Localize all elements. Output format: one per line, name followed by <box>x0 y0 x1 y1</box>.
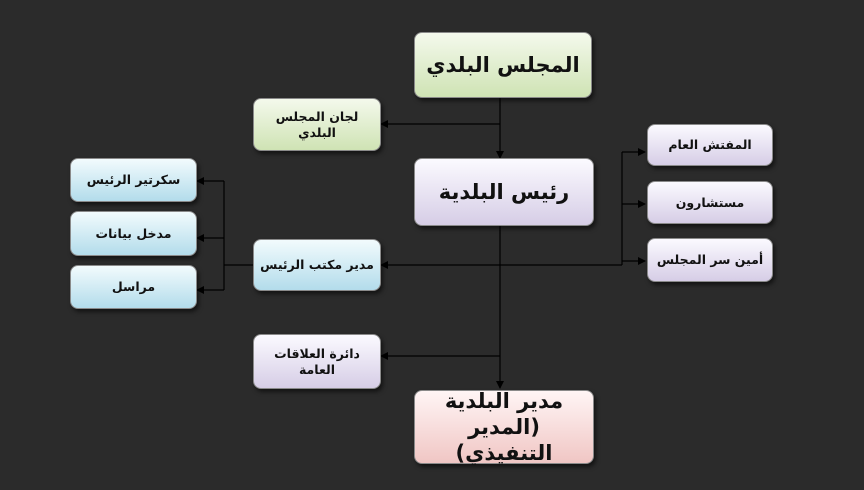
public-relations-box: دائرة العلاقات العامة <box>253 334 381 389</box>
mayor-secretary-label: سكرتير الرئيس <box>86 172 181 188</box>
advisors-label: مستشارون <box>675 194 745 210</box>
council-committees-box: لجان المجلس البلدي <box>253 98 381 151</box>
council-secretary-box: أمين سر المجلس <box>647 238 773 282</box>
mayor-office-director-label: مدير مكتب الرئيس <box>260 257 374 273</box>
municipal-director-box: مدير البلدية (المدير التنفيذي) <box>414 388 594 466</box>
mayor-secretary-box: سكرتير الرئيس <box>70 158 197 202</box>
data-entry-label: مدخل بيانات <box>95 225 172 241</box>
mayor-label: رئيس البلدية <box>438 179 570 204</box>
council-committees-label: لجان المجلس البلدي <box>275 108 359 140</box>
advisors-box: مستشارون <box>647 181 773 224</box>
inspector-general-box: المفتش العام <box>647 124 773 166</box>
municipal-council-box: المجلس البلدي <box>414 32 592 98</box>
municipal-council-label: المجلس البلدي <box>426 52 580 77</box>
courier-label: مراسل <box>111 279 156 295</box>
public-relations-label: دائرة العلاقات العامة <box>274 345 360 377</box>
municipal-director-subtitle: (المدير التنفيذي) <box>455 414 553 466</box>
data-entry-box: مدخل بيانات <box>70 211 197 256</box>
mayor-box: رئيس البلدية <box>414 158 594 226</box>
council-secretary-label: أمين سر المجلس <box>656 252 764 268</box>
mayor-office-director-box: مدير مكتب الرئيس <box>253 239 381 291</box>
municipal-director-label: مدير البلدية <box>444 388 564 413</box>
courier-box: مراسل <box>70 265 197 309</box>
inspector-general-label: المفتش العام <box>668 137 752 153</box>
